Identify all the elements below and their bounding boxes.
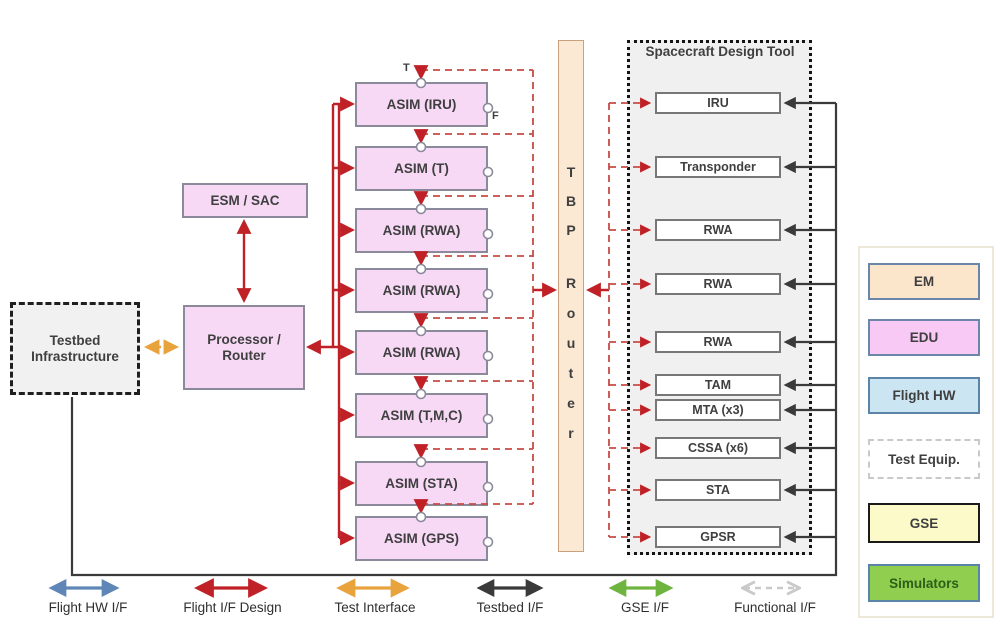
processor-router-box: Processor / Router bbox=[183, 305, 305, 390]
functional-port-label: F bbox=[492, 110, 499, 122]
sdt-cssa-box: CSSA (x6) bbox=[655, 437, 781, 459]
sdt-transponder-box: Transponder bbox=[655, 156, 781, 178]
asim-rwa1-box: ASIM (RWA) bbox=[355, 208, 488, 253]
asim-sta-box: ASIM (STA) bbox=[355, 461, 488, 506]
legend-simulators-swatch: Simulators bbox=[868, 564, 980, 602]
legend-flight-hw-if-label: Flight HW I/F bbox=[48, 600, 128, 615]
test-port-label: T bbox=[403, 62, 410, 74]
spacecraft-design-tool-title: Spacecraft Design Tool bbox=[645, 44, 795, 59]
legend-testbed-if-label: Testbed I/F bbox=[476, 600, 544, 615]
legend-flight-hw-swatch: Flight HW bbox=[868, 377, 980, 414]
asim-rwa3-box: ASIM (RWA) bbox=[355, 330, 488, 375]
asim-iru-box: ASIM (IRU) bbox=[355, 82, 488, 127]
hardware-legend-panel bbox=[858, 246, 994, 618]
legend-edu-swatch: EDU bbox=[868, 319, 980, 356]
legend-gse-if-label: GSE I/F bbox=[620, 600, 669, 615]
legend-test-interface-label: Test Interface bbox=[334, 600, 416, 615]
sdt-iru-box: IRU bbox=[655, 92, 781, 114]
tbp-router-label-bottom: R o u t e r bbox=[565, 275, 577, 441]
asim-rwa2-box: ASIM (RWA) bbox=[355, 268, 488, 313]
sdt-sta-box: STA bbox=[655, 479, 781, 501]
tbp-router-label-top: T B P bbox=[565, 164, 577, 238]
testbed-infrastructure-box: Testbed Infrastructure bbox=[10, 302, 140, 395]
legend-em-swatch: EM bbox=[868, 263, 980, 300]
asim-t-box: ASIM (T) bbox=[355, 146, 488, 191]
sdt-gpsr-box: GPSR bbox=[655, 526, 781, 548]
sdt-tam-box: TAM bbox=[655, 374, 781, 396]
legend-test-equip-swatch: Test Equip. bbox=[868, 439, 980, 479]
sdt-mta-box: MTA (x3) bbox=[655, 399, 781, 421]
asim-tmc-box: ASIM (T,M,C) bbox=[355, 393, 488, 438]
legend-gse-swatch: GSE bbox=[868, 503, 980, 543]
flight-design-bus bbox=[306, 96, 355, 546]
sdt-rwa1-box: RWA bbox=[655, 219, 781, 241]
legend-functional-if-label: Functional I/F bbox=[734, 600, 816, 615]
esm-sac-box: ESM / SAC bbox=[182, 183, 308, 218]
spacecraft-design-tool-box bbox=[627, 40, 812, 555]
sdt-rwa2-box: RWA bbox=[655, 273, 781, 295]
asim-gps-box: ASIM (GPS) bbox=[355, 516, 488, 561]
sdt-rwa3-box: RWA bbox=[655, 331, 781, 353]
legend-flight-if-design-label: Flight I/F Design bbox=[183, 600, 282, 615]
